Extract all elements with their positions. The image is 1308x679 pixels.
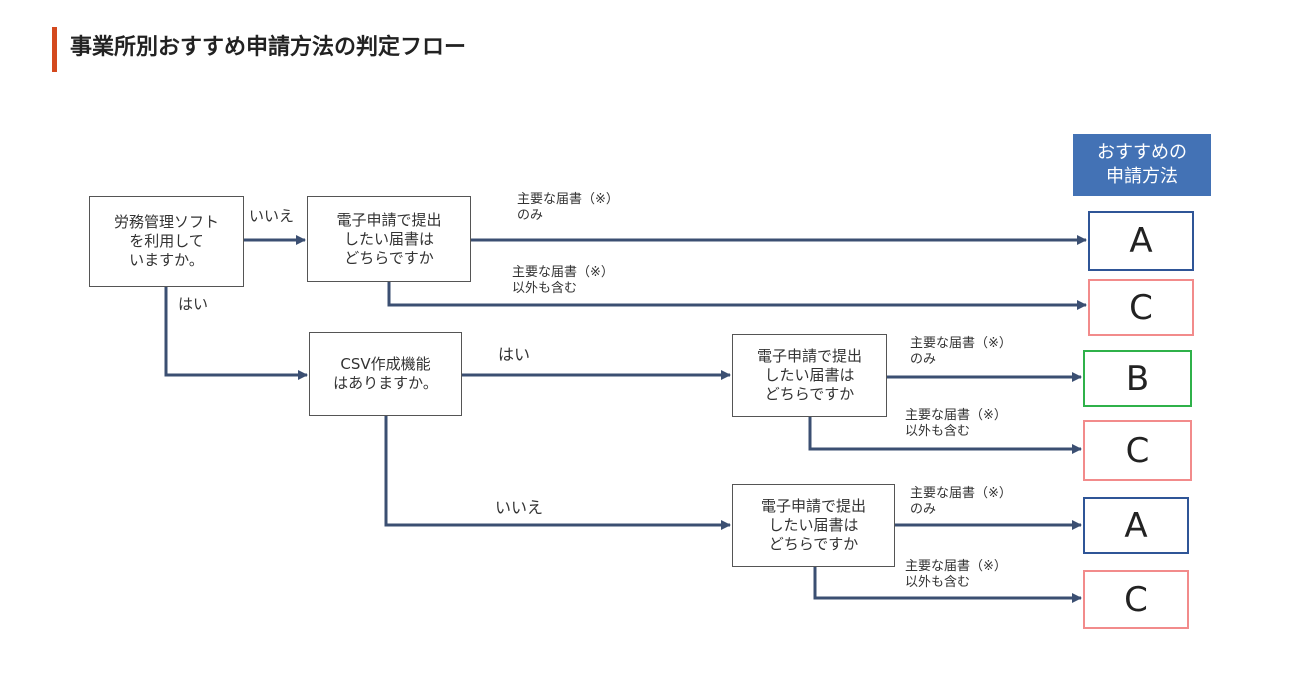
label-text: 主要な届書（※） <box>905 559 1007 574</box>
label-text: のみ <box>910 502 937 517</box>
node-text: いますか。 <box>129 251 204 269</box>
node-text: CSV作成機能 <box>340 355 431 373</box>
node-has-csv: CSV作成機能 はありますか。 <box>309 332 462 416</box>
label-text: 以外も含む <box>905 424 971 439</box>
result-a-1: A <box>1088 211 1194 271</box>
result-c-3: C <box>1083 570 1189 629</box>
label-text: のみ <box>910 352 937 367</box>
label-text: 主要な届書（※） <box>512 265 614 280</box>
label-incl-other-2: 主要な届書（※） 以外も含む <box>905 408 1007 440</box>
label-text: 以外も含む <box>512 281 578 296</box>
header-text: おすすめの <box>1097 142 1187 163</box>
label-text: 主要な届書（※） <box>910 486 1012 501</box>
node-text: 電子申請で提出 <box>760 497 866 515</box>
header-text: 申請方法 <box>1106 166 1178 187</box>
node-which-forms-3: 電子申請で提出 したい届書は どちらですか <box>732 484 895 567</box>
result-c-2: C <box>1083 420 1192 481</box>
edge-q2-C1 <box>387 282 1087 310</box>
title-accent-bar <box>52 27 57 72</box>
label-no-2: いいえ <box>495 498 544 517</box>
label-text: 主要な届書（※） <box>905 408 1007 423</box>
node-text: したい届書は <box>764 366 855 384</box>
label-yes-1: はい <box>178 295 209 313</box>
label-no-1: いいえ <box>249 207 295 225</box>
node-which-forms-2: 電子申請で提出 したい届書は どちらですか <box>732 334 887 417</box>
node-text: はありますか。 <box>333 374 438 392</box>
label-only-main-2: 主要な届書（※） のみ <box>910 336 1012 368</box>
edge-q5-C3 <box>813 567 1082 603</box>
result-a-2: A <box>1083 497 1189 554</box>
node-text: どちらですか <box>344 248 434 267</box>
node-uses-labor-software: 労務管理ソフト を利用して いますか。 <box>89 196 244 287</box>
label-text: のみ <box>517 208 544 223</box>
edge-q4-C2 <box>808 417 1082 454</box>
label-text: 主要な届書（※） <box>910 336 1012 351</box>
recommended-method-header: おすすめの 申請方法 <box>1073 134 1211 196</box>
label-text: 以外も含む <box>905 575 971 590</box>
result-c-1: C <box>1088 279 1194 336</box>
node-text: 電子申請で提出 <box>336 210 442 229</box>
label-incl-other-3: 主要な届書（※） 以外も含む <box>905 559 1007 591</box>
node-text: を利用して <box>129 232 204 250</box>
edge-q1-q3 <box>164 287 308 380</box>
result-b: B <box>1083 350 1192 407</box>
node-text: したい届書は <box>768 516 859 534</box>
label-incl-other-1: 主要な届書（※） 以外も含む <box>512 265 614 297</box>
label-yes-2: はい <box>498 345 531 364</box>
node-which-forms-1: 電子申請で提出 したい届書は どちらですか <box>307 196 471 282</box>
page-title: 事業所別おすすめ申請方法の判定フロー <box>70 35 467 60</box>
node-text: 電子申請で提出 <box>756 347 862 365</box>
label-only-main-1: 主要な届書（※） のみ <box>517 192 619 224</box>
node-text: したい届書は <box>343 229 434 248</box>
node-text: どちらですか <box>768 535 859 553</box>
label-only-main-3: 主要な届書（※） のみ <box>910 486 1012 518</box>
node-text: 労務管理ソフト <box>113 213 219 231</box>
edge-q3-q5 <box>384 416 731 530</box>
node-text: どちらですか <box>764 385 855 403</box>
label-text: 主要な届書（※） <box>517 192 619 207</box>
